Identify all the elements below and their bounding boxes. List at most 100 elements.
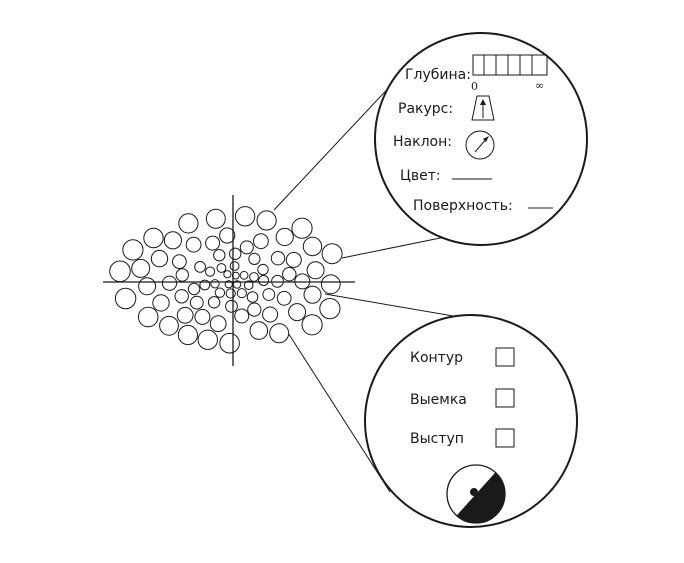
cluster-circle [258, 275, 270, 286]
cluster-circle [210, 279, 220, 289]
cluster-circle [236, 288, 247, 299]
bump-label: Выступ [410, 431, 464, 447]
cluster-circle [150, 249, 169, 268]
cluster-circle [161, 275, 178, 291]
cluster-circle [194, 261, 207, 273]
foreshortening-icon [471, 95, 495, 121]
cluster-circle [320, 274, 341, 295]
surface-label: Поверхность: [413, 198, 513, 214]
cluster-circle [282, 267, 297, 282]
cluster-circle [229, 261, 240, 271]
cluster-circle [159, 315, 179, 336]
cluster-circle [291, 217, 313, 239]
notch-label: Выемка [410, 392, 467, 408]
cluster-circle [271, 274, 284, 288]
cluster-circle [239, 270, 249, 280]
cluster-circle [219, 332, 240, 354]
cluster-circle [285, 251, 302, 268]
cluster-circle [276, 290, 292, 306]
depth-scale: 0 ∞ [471, 54, 548, 93]
depth-label: Глубина: [405, 67, 471, 83]
cluster-circle [209, 315, 227, 333]
cluster-circle [302, 236, 323, 257]
connector-upper-bottom [341, 234, 456, 259]
cluster-circle [288, 303, 307, 322]
cluster-circle [131, 258, 151, 278]
cluster-circle [249, 272, 259, 282]
cluster-circle [262, 306, 279, 323]
cluster-circle [163, 231, 182, 250]
half-shaded-disk-icon [446, 464, 506, 524]
cluster-circle [262, 288, 276, 301]
cluster-circle [197, 329, 219, 350]
cluster-circle [219, 227, 236, 244]
cluster-circle [321, 243, 343, 265]
lower-panel-circle [364, 314, 578, 528]
cluster-circle [270, 251, 286, 266]
tilt-label: Наклон: [393, 134, 452, 150]
upper-panel: Глубина: 0 ∞ Ракурс: Наклон: Цвет: Повер… [374, 32, 588, 246]
cluster-circle [253, 233, 269, 250]
connector-lower-top [324, 293, 466, 319]
cluster-circle [205, 208, 226, 229]
cluster-circle [177, 324, 198, 346]
cluster-circle [207, 296, 221, 309]
cluster-circle [214, 287, 226, 298]
connector-lower-bottom [282, 324, 391, 493]
cluster-circle [243, 280, 254, 291]
cluster-circle [213, 249, 226, 262]
cluster-circle [176, 306, 194, 324]
cluster-circle [114, 287, 137, 310]
foreshortening-label: Ракурс: [398, 101, 453, 117]
cluster-circle [225, 299, 238, 313]
bump-checkbox[interactable] [495, 428, 515, 448]
cluster-circle [257, 263, 269, 276]
cluster-circle [137, 306, 159, 328]
depth-scale-frame [472, 54, 548, 76]
cluster-circle [194, 308, 211, 325]
cluster-circle [189, 295, 204, 310]
cluster-circle [205, 266, 216, 277]
cluster-circle [306, 261, 325, 280]
cluster-circle [178, 213, 199, 234]
contour-label: Контур [410, 350, 463, 366]
cluster-circle [256, 210, 277, 231]
cluster-circle [234, 308, 250, 324]
cluster-circle [234, 206, 256, 227]
cluster-circle [229, 247, 242, 261]
circle-cluster [109, 206, 343, 354]
cluster-circle [172, 254, 187, 270]
cluster-circle [138, 277, 157, 296]
cluster-circle [223, 270, 232, 279]
cluster-circle [174, 289, 189, 304]
cluster-circle [269, 323, 290, 344]
tilt-gauge-icon [465, 130, 495, 160]
cluster-circle [275, 227, 294, 247]
cluster-circle [303, 285, 322, 304]
cluster-circle [225, 288, 236, 299]
contour-checkbox[interactable] [495, 347, 515, 367]
cluster-circle [152, 294, 170, 312]
crosshair [103, 195, 355, 366]
cluster-circle [175, 268, 190, 282]
lower-panel: Контур Выемка Выступ [364, 314, 578, 528]
cluster-circle [319, 298, 341, 320]
depth-scale-min: 0 [471, 80, 478, 93]
cluster-circle [187, 282, 201, 296]
depth-scale-max: ∞ [535, 79, 544, 92]
cluster-circle [122, 239, 144, 261]
cluster-circle [248, 252, 261, 265]
cluster-circle [109, 260, 131, 283]
cluster-circle [247, 302, 262, 317]
cluster-circle [301, 314, 323, 336]
cluster-circle [249, 321, 269, 340]
cluster-circle [185, 236, 202, 253]
cluster-circle [143, 227, 164, 249]
upper-panel-circle [374, 32, 588, 246]
notch-checkbox[interactable] [495, 388, 515, 408]
cluster-circle [205, 235, 221, 251]
cluster-circle [246, 291, 259, 303]
cluster-circle [239, 240, 254, 255]
